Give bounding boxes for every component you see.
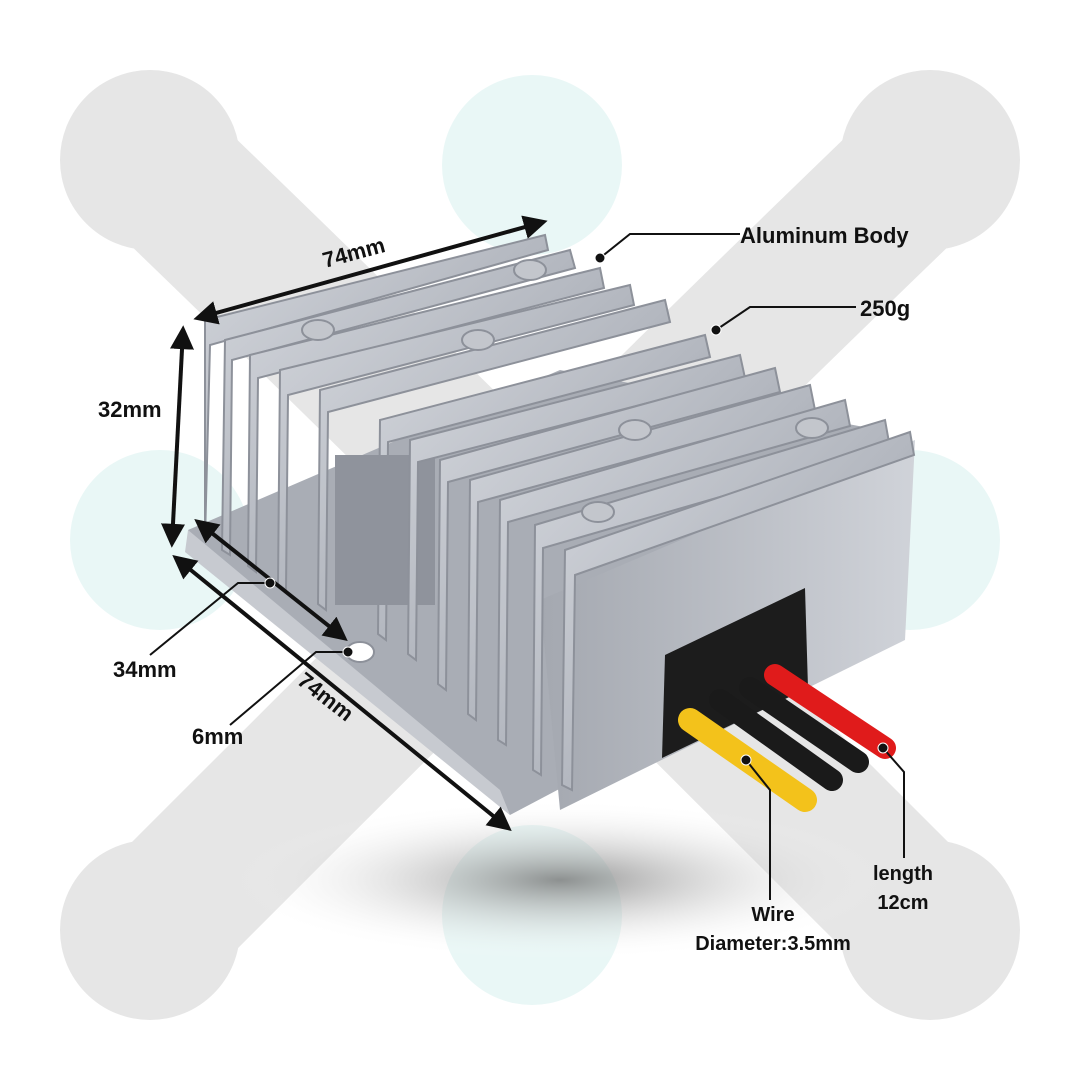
wire-label-line2: Diameter:3.5mm <box>695 933 851 955</box>
height-label: 32mm <box>98 397 162 422</box>
body-side-block <box>335 455 435 605</box>
dimension-lines <box>161 215 548 832</box>
material-label: Aluminum Body <box>740 223 909 248</box>
wire-red <box>764 664 896 759</box>
material-leader <box>599 233 740 259</box>
teal-blob <box>442 75 622 255</box>
wire-label-line1: Wire <box>751 904 794 926</box>
wire-black <box>739 677 869 773</box>
leader-lines <box>149 233 905 900</box>
gray-blob <box>840 70 1020 250</box>
length-leader <box>882 747 905 858</box>
depth-label: 34mm <box>113 657 177 682</box>
wire-diameter-leader <box>745 759 771 900</box>
weight-label: 250g <box>860 296 910 321</box>
wire-black <box>709 689 843 791</box>
length-label-line2: 12cm <box>877 892 928 914</box>
hole-leader <box>229 651 348 726</box>
gray-blob <box>60 70 240 250</box>
bottom-length-arrow <box>172 554 512 832</box>
weight-leader <box>715 306 856 331</box>
depth-leader <box>149 582 270 656</box>
floor-shadow <box>230 800 890 960</box>
gray-blob <box>60 840 240 1020</box>
length-label-line1: length <box>873 863 933 885</box>
leader-dots <box>264 252 889 766</box>
body-front-face <box>540 440 915 810</box>
height-arrow <box>161 325 194 548</box>
top-length-arrow <box>193 215 548 325</box>
hole-label: 6mm <box>192 724 243 749</box>
